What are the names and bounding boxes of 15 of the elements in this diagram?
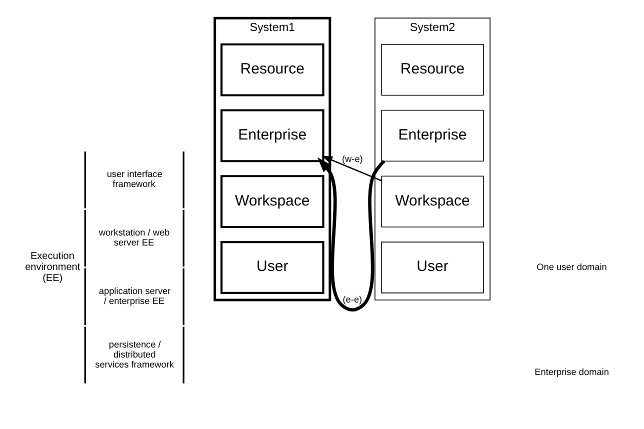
node-box: Workspace	[220, 175, 324, 228]
edge-label: (w-e)	[342, 154, 363, 164]
edge-label: (e-e)	[342, 294, 362, 304]
node-box: Workspace	[381, 176, 484, 228]
node-box: Resource	[381, 44, 484, 96]
node-box: User	[220, 240, 324, 294]
node-box: Resource	[220, 43, 324, 96]
arrow	[322, 156, 382, 182]
label: One user domain	[536, 262, 607, 272]
node-box: User	[381, 242, 484, 294]
node-box: Enterprise	[381, 110, 484, 162]
node-box: Enterprise	[220, 109, 324, 162]
arrow	[317, 157, 386, 312]
label: Enterprise domain	[534, 366, 609, 377]
node-text: Execution environment (EE) user interface framework workstation / web server EE application server / enterprise EE persistence / distributed services framework	[25, 169, 174, 370]
